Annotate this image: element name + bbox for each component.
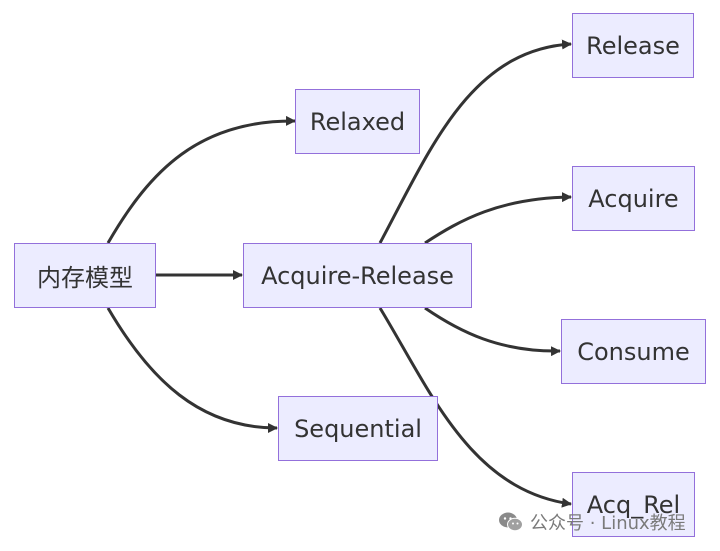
node-acquire-label: Acquire xyxy=(588,184,679,213)
node-acq-rel-label: Acq_Rel xyxy=(586,490,681,519)
watermark: 公众号 · Linux教程 xyxy=(498,507,686,537)
node-sequential-label: Sequential xyxy=(294,414,422,443)
node-relaxed-label: Relaxed xyxy=(309,107,406,136)
node-acquire-release-label: Acquire-Release xyxy=(261,261,454,290)
edge-root-sequential xyxy=(106,307,278,433)
edge-acquire-release-release xyxy=(378,39,572,244)
node-acquire: Acquire xyxy=(572,166,695,231)
node-consume: Consume xyxy=(561,319,706,384)
node-relaxed: Relaxed xyxy=(295,89,420,154)
node-acq-rel: Acq_Rel xyxy=(572,472,695,537)
node-release: Release xyxy=(572,13,694,78)
edge-root-relaxed xyxy=(106,115,296,244)
node-release-label: Release xyxy=(586,31,680,60)
node-acquire-release: Acquire-Release xyxy=(243,243,472,308)
edge-acquire-release-consume xyxy=(424,306,561,357)
node-consume-label: Consume xyxy=(577,337,690,366)
node-sequential: Sequential xyxy=(278,396,438,461)
watermark-text: 公众号 · Linux教程 xyxy=(530,513,686,534)
edge-acquire-release-acq-rel xyxy=(378,307,572,508)
node-memory-model-label: 内存模型 xyxy=(37,264,133,292)
node-memory-model: 内存模型 xyxy=(14,243,156,308)
wechat-icon xyxy=(499,512,523,532)
edge-acquire-release-acquire xyxy=(424,192,572,245)
